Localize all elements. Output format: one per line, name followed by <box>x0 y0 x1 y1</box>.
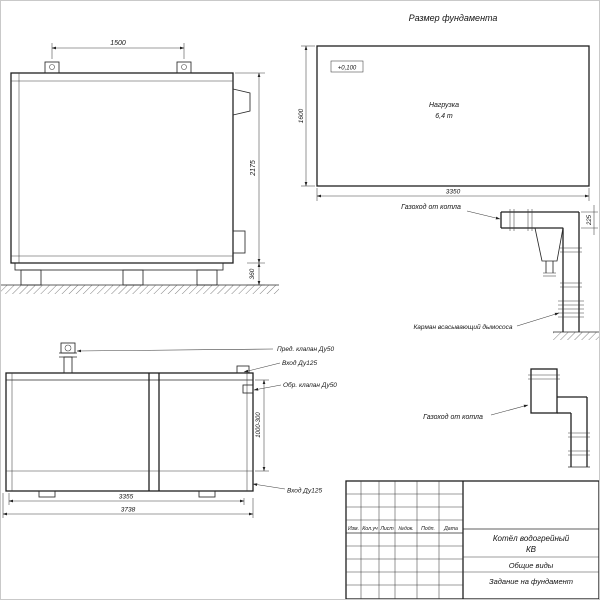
dim-plan-depth: 1000-300 <box>256 412 262 438</box>
duct-label-upper: Газоход от котла <box>401 203 461 211</box>
dim-foundation-width: 3350 <box>446 189 461 196</box>
foundation-plan: Размер фундамента +0,100 Нагрузка 6,4 т … <box>298 13 590 201</box>
side-fitting <box>232 230 246 254</box>
load-value: 6,4 т <box>435 113 453 120</box>
boiler-side-view <box>1 61 279 294</box>
check-valve-label: Обр. клапан Ду50 <box>283 381 337 389</box>
valve-stem <box>63 356 73 374</box>
elevation-mark: +0,100 <box>338 66 357 72</box>
load-label: Нагрузка <box>429 102 459 109</box>
gas-duct-detail-lower: Газоход от котла <box>423 368 590 468</box>
dim-lug-spacing: 1500 <box>110 40 126 47</box>
suction-pocket-label: Карман всасывающий дымососа <box>413 323 512 331</box>
product-name-line2: КВ <box>526 545 537 554</box>
duct-leader-lower <box>490 404 529 416</box>
col-list: Лист <box>379 526 394 532</box>
dim-plan-outer-width: 3738 <box>121 507 136 514</box>
col-data: Дата <box>443 526 458 532</box>
product-name-line1: Котёл водогрейный <box>493 534 570 543</box>
dim-duct-width: 225 <box>587 214 593 226</box>
col-podp: Подп. <box>421 526 435 532</box>
pedestal-left <box>20 269 42 286</box>
plan-outline <box>5 372 254 492</box>
plan-foot-right <box>198 490 216 498</box>
pedestal-right <box>196 269 218 286</box>
sheet-title-2: Задание на фундамент <box>489 577 573 586</box>
dim-foundation-depth: 1600 <box>298 108 305 123</box>
valve-body <box>60 342 76 354</box>
valve-port <box>64 344 72 352</box>
col-koluch: Кол.уч <box>362 526 378 532</box>
plan-foot-left <box>38 490 56 498</box>
dust-hopper-cone <box>534 227 564 262</box>
foundation-title: Размер фундамента <box>409 13 498 23</box>
dim-boiler-height: 2175 <box>250 160 257 177</box>
pocket-leader <box>516 312 560 327</box>
col-ndok: №док. <box>398 526 413 532</box>
dim-plan-inner-width: 3355 <box>119 494 134 501</box>
sheet-title-1: Общие виды <box>509 561 554 570</box>
side-view-dimensions: 1500 2175 360 <box>51 40 265 286</box>
dim-base-height: 360 <box>249 268 256 279</box>
col-izm: Изм. <box>348 526 359 532</box>
title-block: Изм. Кол.уч Лист №док. Подп. Дата Котёл … <box>345 480 599 599</box>
lifting-lug-left <box>44 61 60 74</box>
support-frame <box>14 262 224 271</box>
lifting-lug-right <box>176 61 192 74</box>
burner-nozzle <box>232 88 251 116</box>
safety-valve-label: Пред. клапан Ду50 <box>277 345 334 353</box>
pedestal-middle <box>122 269 144 286</box>
foundation-outline <box>316 45 590 187</box>
boiler-plan-view: Пред. клапан Ду50 Вход Ду125 Обр. клапан… <box>2 342 337 518</box>
duct-leader-upper <box>466 210 501 220</box>
lug-hole-left <box>49 64 55 70</box>
duct-ground-hatch <box>553 332 599 340</box>
inlet-stub-top <box>236 365 250 374</box>
duct-label-lower: Газоход от котла <box>423 413 483 421</box>
lug-hole-right <box>181 64 187 70</box>
gas-duct-detail-upper: Газоход от котла 225 Карман всасывающий … <box>401 203 599 340</box>
elevation-mark-box <box>330 60 364 73</box>
boiler-body <box>10 72 234 264</box>
inlet-top-label: Вход Ду125 <box>282 359 317 367</box>
title-block-frame <box>345 480 599 599</box>
suction-pocket-box <box>530 368 558 414</box>
inlet-bottom-label: Вход Ду125 <box>287 487 322 495</box>
check-valve-body <box>242 384 254 394</box>
ground-hatch <box>1 285 279 294</box>
